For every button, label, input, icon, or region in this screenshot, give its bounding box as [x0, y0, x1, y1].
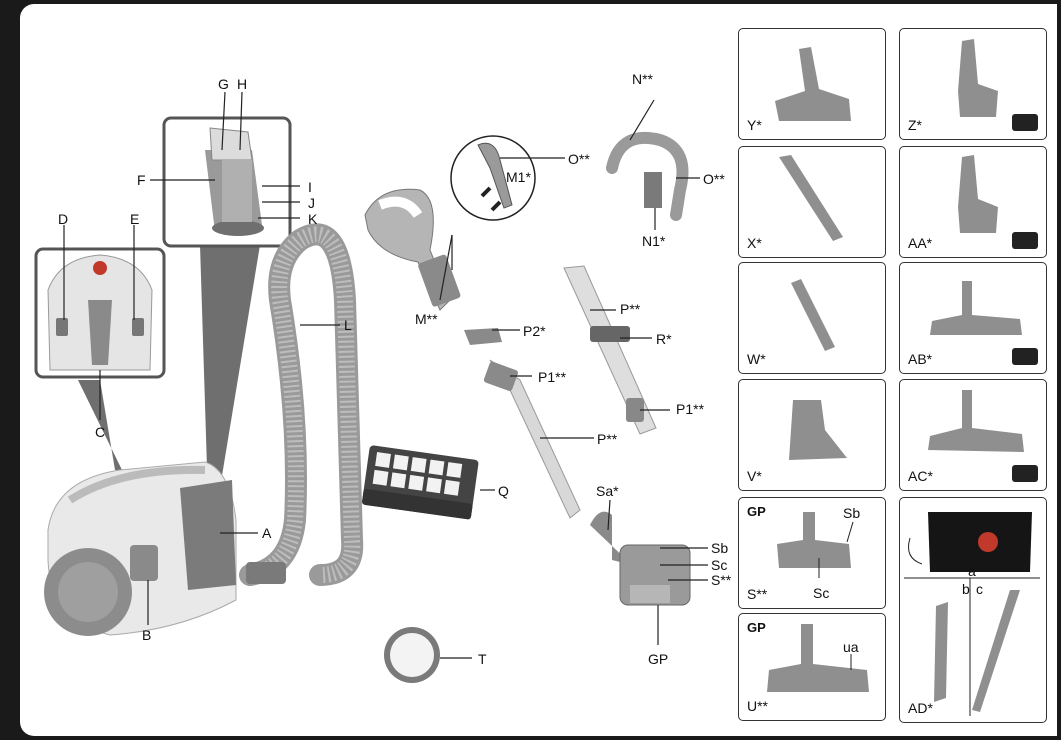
label-GP: GP	[648, 651, 669, 667]
sub-label-a: a	[968, 563, 976, 579]
label-M: M**	[415, 311, 438, 327]
accessory-box-Z: Z*	[899, 28, 1047, 140]
label-H: H	[237, 76, 248, 92]
accessory-box-AA: AA*	[899, 146, 1047, 258]
accessory-box-X: X*	[738, 146, 886, 258]
label-O-left: O**	[568, 151, 590, 167]
label-P1-left: P1**	[538, 369, 567, 385]
label-P-right: P**	[620, 301, 641, 317]
gp-tag: GP	[747, 620, 766, 635]
label-Sb: Sb	[711, 540, 729, 556]
label-N: N**	[632, 71, 654, 87]
label-E: E	[130, 211, 140, 227]
sub-label-b: b	[962, 581, 970, 597]
mite-icon	[1012, 232, 1038, 249]
accessory-label-AA: AA*	[908, 235, 933, 251]
accessory-box-Y: Y*	[738, 28, 886, 140]
label-F: F	[137, 172, 146, 188]
label-P2: P2*	[523, 323, 546, 339]
label-Sc: Sc	[711, 557, 728, 573]
label-P1-right: P1**	[676, 401, 705, 417]
sub-label-Sb: Sb	[843, 505, 861, 521]
label-A: A	[262, 525, 272, 541]
parquet-icon	[1012, 348, 1038, 365]
label-N1: N1*	[642, 233, 666, 249]
label-D: D	[58, 211, 69, 227]
accessory-label-X: X*	[747, 235, 762, 251]
accessory-box-U: GP ua U**	[738, 613, 886, 721]
label-G: G	[218, 76, 229, 92]
zoom-wedge-left	[78, 380, 122, 470]
sub-label-ua: ua	[843, 639, 859, 655]
label-O-right: O**	[703, 171, 725, 187]
label-Sa: Sa*	[596, 483, 619, 499]
accessory-label-U: U**	[747, 698, 769, 714]
accessory-label-S: S**	[747, 586, 768, 602]
label-R: R*	[656, 331, 672, 347]
label-L: L	[344, 317, 352, 333]
accessory-label-W: W*	[747, 351, 766, 367]
accessory-box-bag: a b c AD*	[899, 497, 1047, 723]
accessory-box-AB: AB*	[899, 262, 1047, 374]
accessory-box-V: V*	[738, 379, 886, 491]
accessory-label-AD: AD*	[908, 700, 933, 716]
accessory-box-W: W*	[738, 262, 886, 374]
label-P-left: P**	[597, 431, 618, 447]
sub-label-c: c	[976, 581, 983, 597]
label-K: K	[308, 211, 318, 227]
label-I: I	[308, 179, 312, 195]
zoom-wedge-top	[200, 245, 260, 500]
label-Q: Q	[498, 483, 509, 499]
gp-tag: GP	[747, 504, 766, 519]
accessory-label-AB: AB*	[908, 351, 933, 367]
label-T: T	[478, 651, 487, 667]
label-J: J	[308, 195, 315, 211]
accessory-label-AC: AC*	[908, 468, 933, 484]
parquet-icon	[1012, 465, 1038, 482]
accessory-box-AC: AC*	[899, 379, 1047, 491]
label-B: B	[142, 627, 152, 643]
sub-label-Sc: Sc	[813, 585, 830, 601]
label-M1: M1*	[506, 169, 531, 185]
paw-icon	[1012, 114, 1038, 131]
accessory-label-V: V*	[747, 468, 762, 484]
accessory-label-Y: Y*	[747, 117, 762, 133]
accessory-box-S: GP Sb Sc S**	[738, 497, 886, 609]
label-C: C	[95, 424, 106, 440]
accessory-label-Z: Z*	[908, 117, 922, 133]
label-S: S**	[711, 572, 732, 588]
